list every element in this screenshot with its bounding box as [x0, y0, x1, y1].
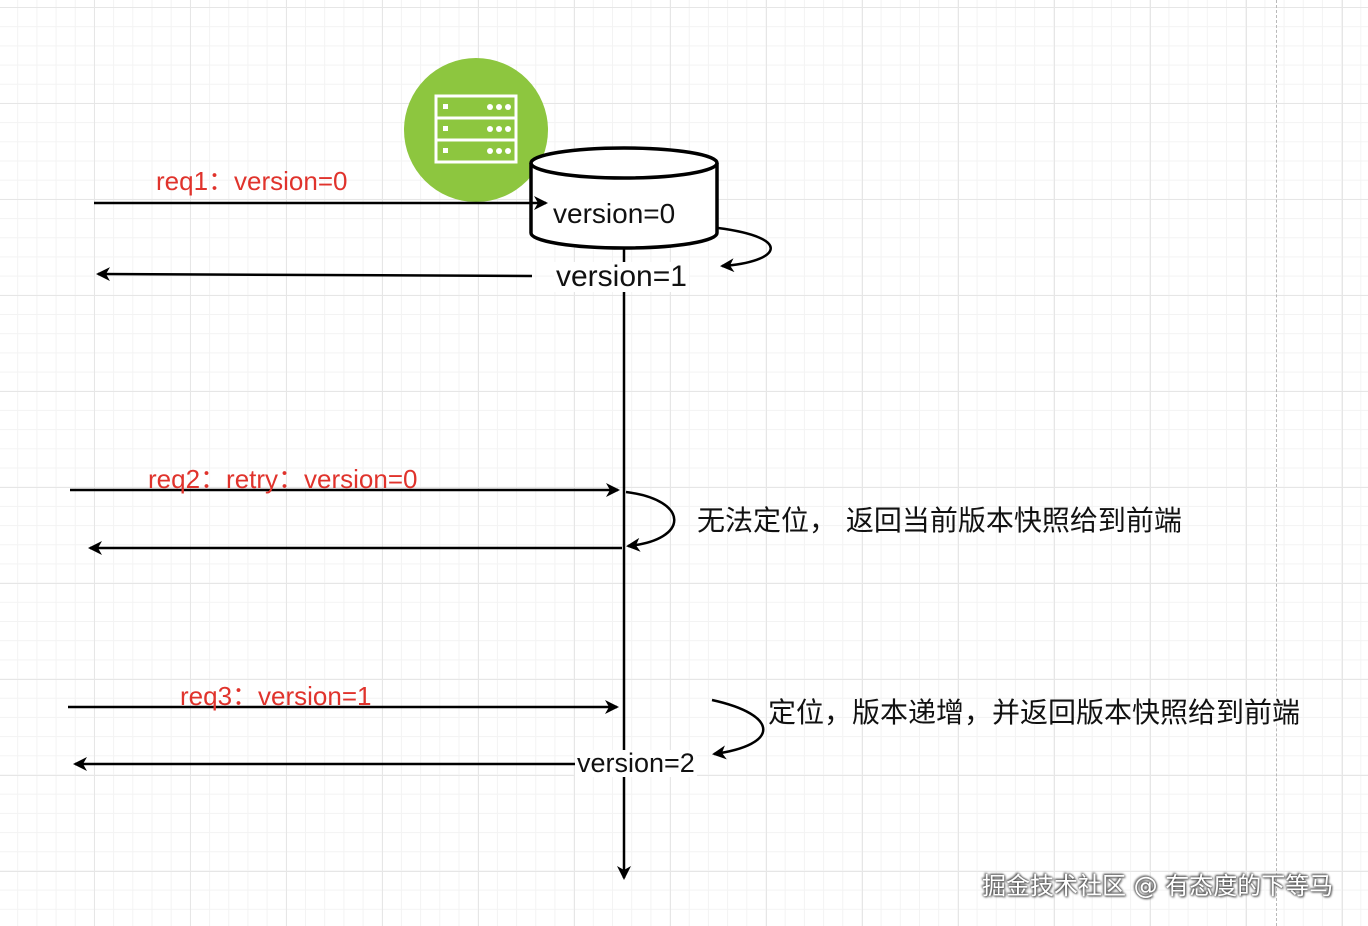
db-self-loop-arrow [717, 226, 772, 273]
req2-note: 无法定位， 返回当前版本快照给到前端 [697, 504, 1182, 537]
page-boundary-dashed-line [1276, 0, 1277, 926]
req2-self-loop-arrow [625, 490, 676, 552]
server-icon [404, 58, 548, 202]
watermark: 掘金技术社区 @ 有态度的下等马 [982, 872, 1334, 900]
resp1-label: version=1 [554, 260, 689, 293]
req2-label: req2：retry：version=0 [148, 464, 418, 494]
req3-label: req3：version=1 [180, 681, 372, 711]
db-version-label: version=0 [553, 198, 676, 229]
resp1-arrow [96, 267, 533, 282]
req1-label: req1：version=0 [156, 166, 348, 196]
req3-self-loop-arrow [711, 698, 765, 760]
req3-note: 定位，版本递增，并返回版本快照给到前端 [768, 696, 1301, 729]
resp3-label: version=2 [575, 748, 697, 778]
database-cylinder [529, 146, 719, 250]
